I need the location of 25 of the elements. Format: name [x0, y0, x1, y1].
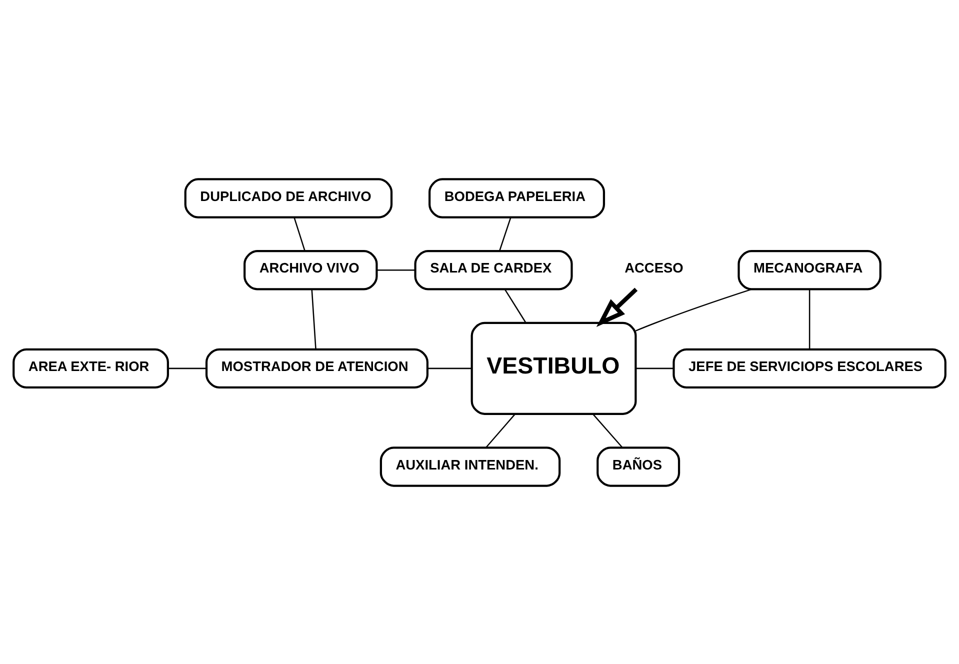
connector	[428, 367, 472, 369]
connector	[636, 367, 674, 369]
connector	[294, 216, 306, 250]
connector	[499, 216, 512, 250]
connector	[592, 413, 623, 448]
connector	[636, 288, 752, 331]
arrow	[596, 287, 638, 326]
node-box: AREA EXTE- RIOR	[12, 348, 169, 388]
node-box: VESTIBULO	[470, 321, 637, 414]
node-box: MECANOGRAFA	[738, 250, 882, 290]
connector	[486, 413, 516, 448]
connector	[168, 367, 206, 369]
connector	[376, 269, 416, 270]
node-box: DUPLICADO DE ARCHIVO	[184, 178, 393, 218]
node-box: SALA DE CARDEX	[414, 250, 573, 290]
connector	[808, 288, 810, 349]
node-text: ACCESO	[624, 260, 684, 276]
connector	[311, 288, 316, 349]
node-box: BAÑOS	[596, 446, 680, 486]
node-box: ARCHIVO VIVO	[244, 250, 378, 290]
node-box: MOSTRADOR DE ATENCION	[205, 348, 428, 388]
node-box: AUXILIAR INTENDEN.	[380, 446, 561, 486]
connector	[504, 288, 526, 322]
node-box: BODEGA PAPELERIA	[428, 178, 606, 218]
node-box: JEFE DE SERVICIOPS ESCOLARES	[672, 348, 946, 388]
